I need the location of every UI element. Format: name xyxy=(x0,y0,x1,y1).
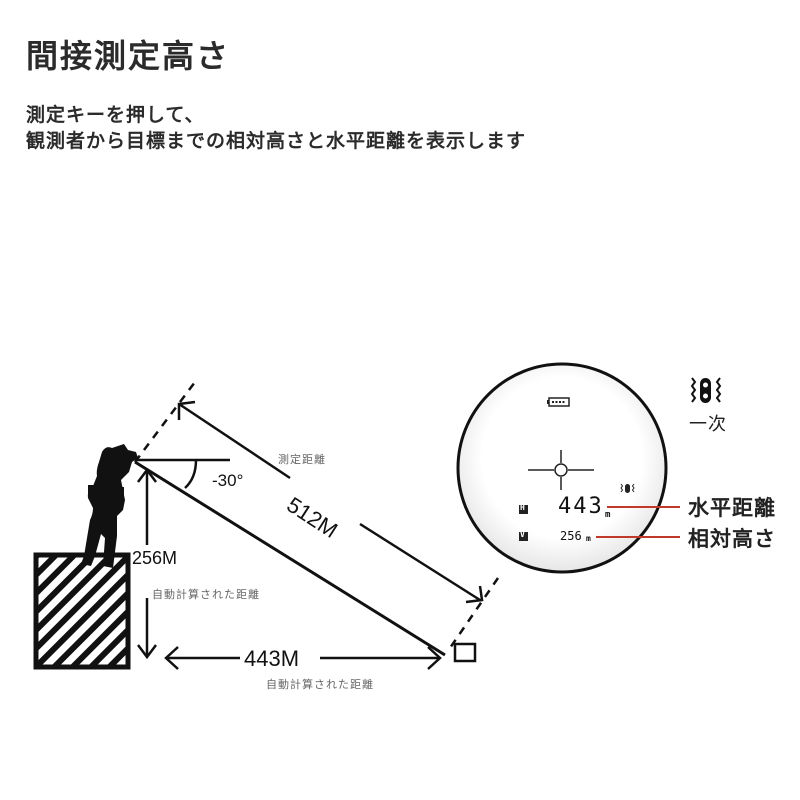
observer-silhouette-icon xyxy=(81,444,138,568)
angle-arc xyxy=(184,459,198,489)
crosshair-icon xyxy=(528,450,594,490)
line-of-sight xyxy=(134,460,446,657)
angle-label: -30° xyxy=(212,471,244,490)
building-block xyxy=(33,552,131,670)
mode-legend-label: 一次 xyxy=(689,414,727,435)
rangefinder-view xyxy=(456,362,680,574)
description: 測定キーを押して、 観測者から目標までの相対高さと水平距離を表示します xyxy=(26,102,526,154)
target-marker xyxy=(453,642,477,663)
height-caption: 自動計算された距離 xyxy=(152,588,260,601)
dashed-extension-observer xyxy=(134,381,196,463)
page-title: 間接測定高さ xyxy=(26,37,231,75)
h-indicator: H xyxy=(520,503,525,512)
h-value: 443 xyxy=(558,494,604,519)
horizontal-distance-arrow xyxy=(164,646,442,670)
description-line-1: 測定キーを押して、 xyxy=(26,104,205,126)
description-line-2: 観測者から目標までの相対高さと水平距離を表示します xyxy=(26,130,527,152)
horizontal-distance-label: 水平距離 xyxy=(688,496,776,520)
battery-icon xyxy=(547,397,570,407)
vibration-mode-small-icon xyxy=(620,483,635,493)
vibration-single-mode-icon xyxy=(690,377,722,403)
horizontal-value: 443M xyxy=(244,646,300,671)
height-value: 256M xyxy=(132,548,178,568)
v-value: 256 xyxy=(560,529,582,543)
relative-height-label: 相対高さ xyxy=(688,527,776,551)
measured-distance-caption: 測定距離 xyxy=(278,453,326,466)
dashed-extension-target xyxy=(448,577,500,649)
measured-distance-arrow xyxy=(177,400,484,604)
v-indicator-box xyxy=(519,532,528,541)
v-indicator: V xyxy=(520,530,525,539)
v-unit: m xyxy=(586,534,591,543)
h-unit: m xyxy=(605,510,611,520)
horizontal-caption: 自動計算された距離 xyxy=(266,678,374,691)
h-indicator-box xyxy=(519,505,528,514)
